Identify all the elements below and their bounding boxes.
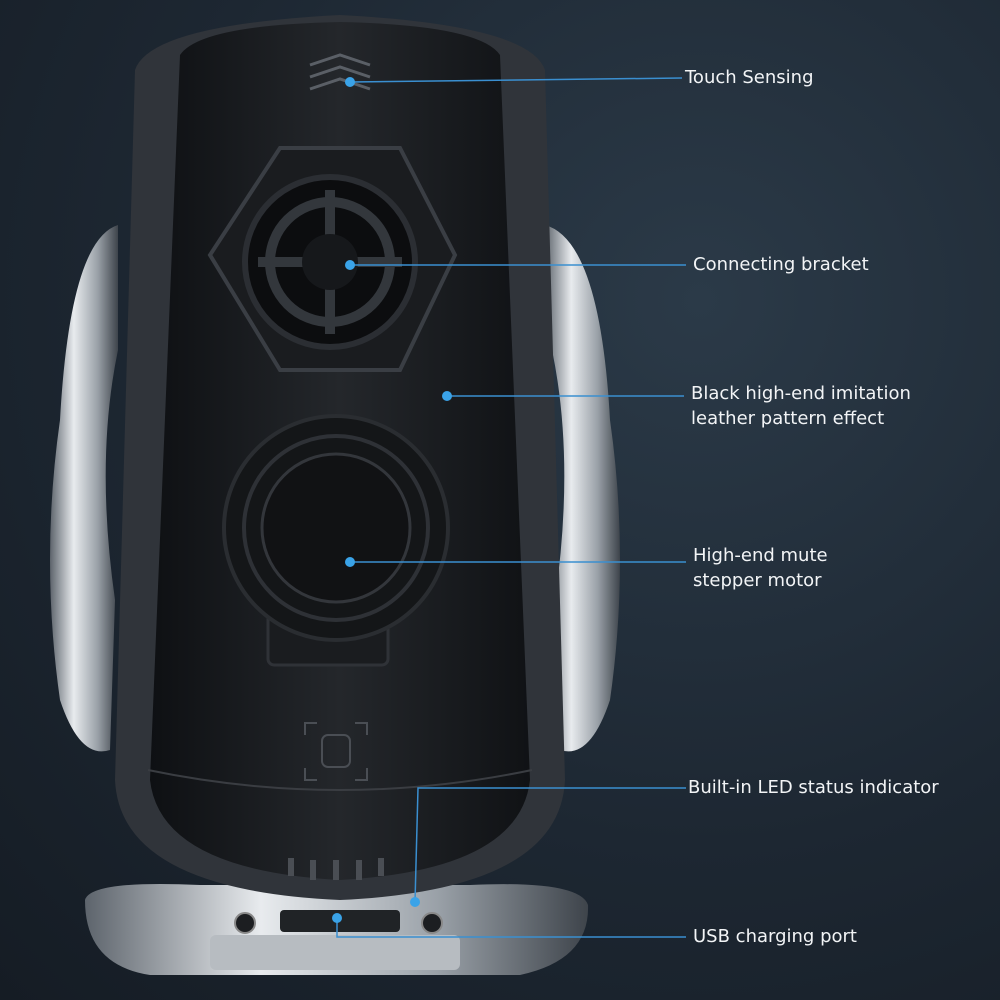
callout-line-usb (336, 918, 686, 938)
callout-line-led (414, 787, 686, 903)
label-usb: USB charging port (693, 924, 857, 949)
label-line: USB charging port (693, 926, 857, 947)
label-line: leather pattern effect (691, 408, 885, 429)
label-line: stepper motor (693, 570, 822, 591)
sensor-icon (304, 722, 368, 781)
label-line: Connecting bracket (693, 254, 869, 275)
dot-usb (332, 913, 342, 923)
label-line: Built-in LED status indicator (688, 777, 939, 798)
label-line: Touch Sensing (685, 67, 814, 88)
label-led: Built-in LED status indicator (688, 775, 939, 800)
left-arm (50, 225, 118, 752)
label-line: High-end mute (693, 545, 828, 566)
callout-lines (336, 77, 686, 938)
dot-bracket (345, 260, 355, 270)
dot-led (410, 897, 420, 907)
dot-leather (442, 391, 452, 401)
label-touch-sensing: Touch Sensing (685, 65, 814, 90)
dot-motor (345, 557, 355, 567)
label-connecting-bracket: Connecting bracket (693, 252, 869, 277)
callout-line-touch (349, 77, 683, 83)
label-leather: Black high-end imitation leather pattern … (691, 381, 911, 431)
right-arm (545, 225, 620, 752)
dot-touch (345, 77, 355, 87)
touch-sensing-icon (309, 53, 371, 91)
label-line: Black high-end imitation (691, 383, 911, 404)
label-motor: High-end mute stepper motor (693, 543, 828, 593)
